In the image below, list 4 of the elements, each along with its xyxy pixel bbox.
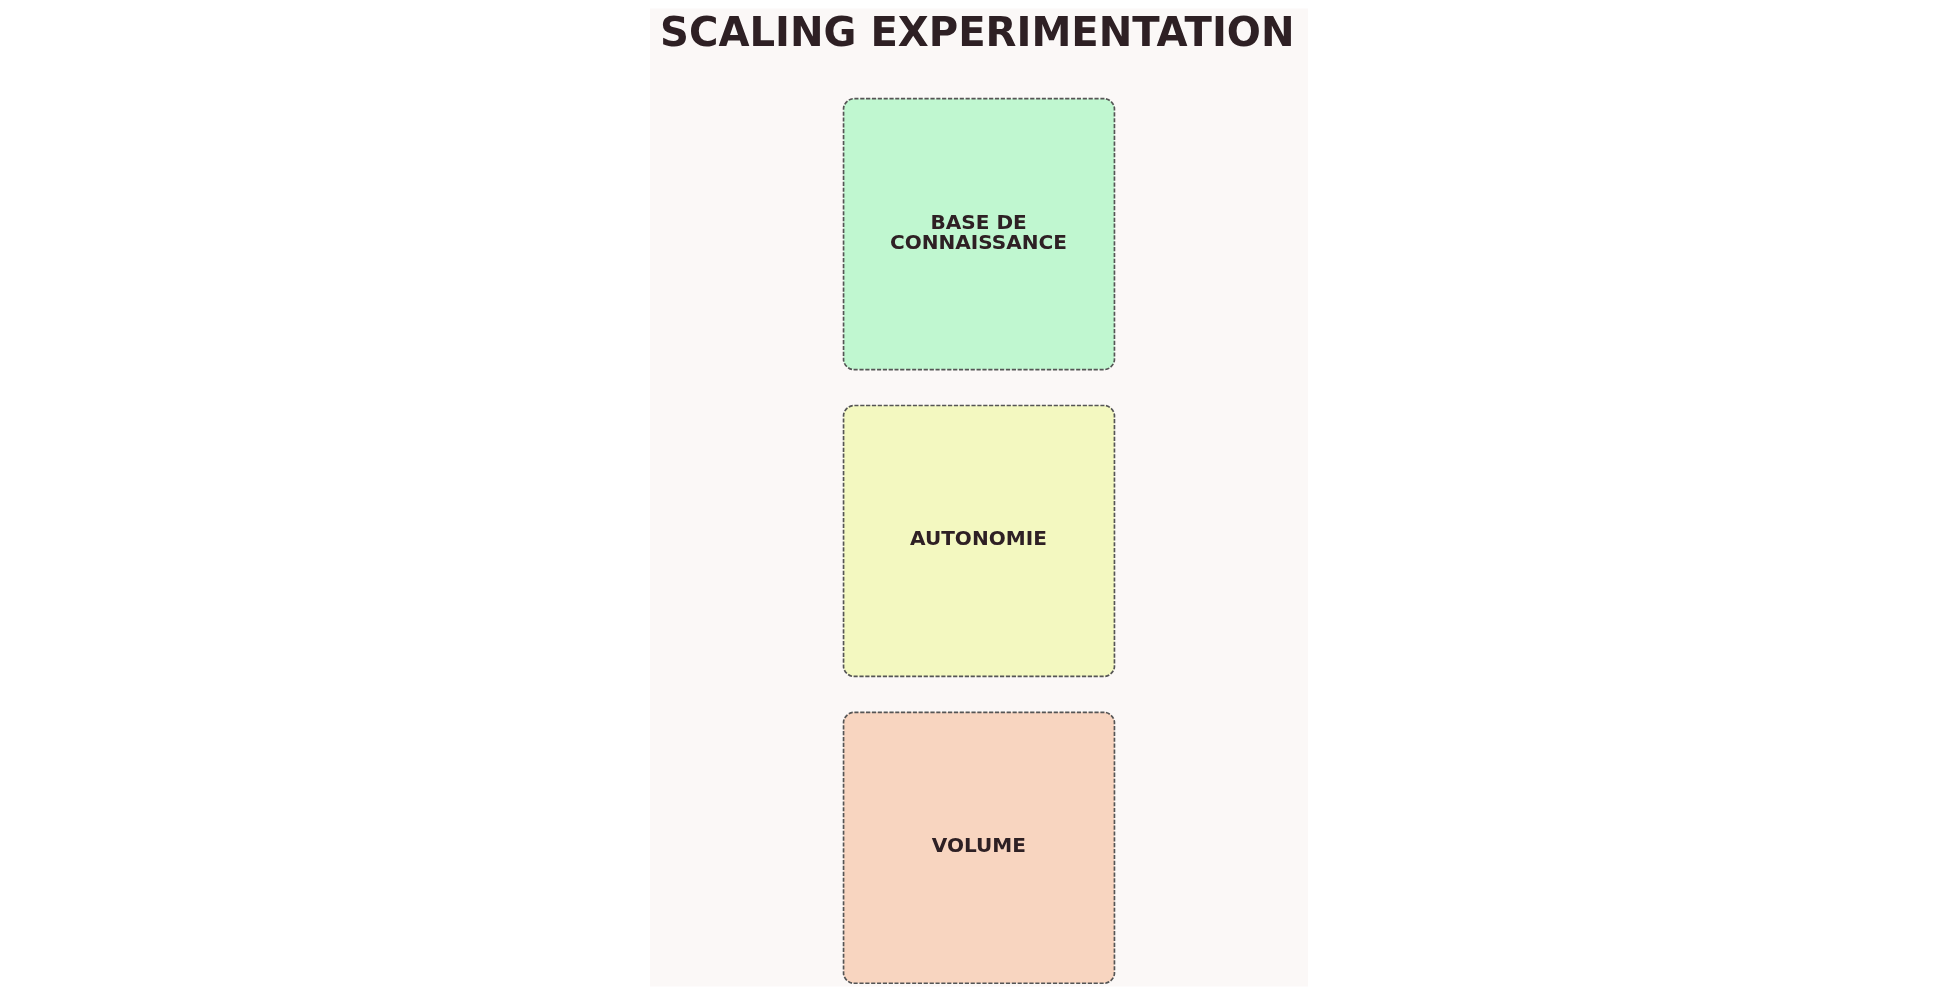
node-box: BASE DE CONNAISSANCE xyxy=(842,97,1115,371)
diagram-title: SCALING EXPERIMENTATION xyxy=(659,9,1295,56)
node-box: VOLUME xyxy=(842,711,1115,985)
node-box: AUTONOMIE xyxy=(842,404,1115,678)
